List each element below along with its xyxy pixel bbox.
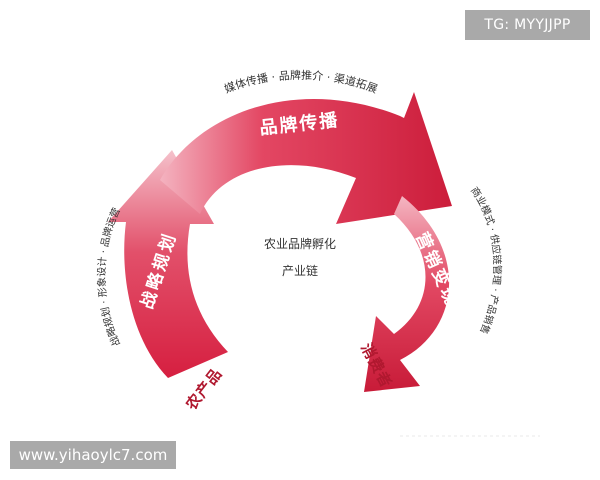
arc-arrow-right bbox=[364, 196, 450, 392]
right-arc-caption: 商业模式 · 供应链管理 · 产品销售 bbox=[468, 184, 504, 336]
center-title: 农业品牌孵化 bbox=[263, 237, 336, 251]
top-arc-caption: 媒体传播 · 品牌推介 · 渠道拓展 bbox=[223, 68, 380, 96]
watermark-top-right: TG: MYYJJPP bbox=[465, 10, 590, 40]
start-label: 农产品 bbox=[182, 364, 226, 414]
watermark-bottom-left: www.yihaoylc7.com bbox=[10, 441, 176, 469]
arc-arrow-top bbox=[160, 92, 452, 224]
center-subtitle: 产业链 bbox=[281, 264, 318, 278]
left-arc-caption: 战略规划 · 形象设计 · 品牌运营 bbox=[95, 205, 123, 347]
